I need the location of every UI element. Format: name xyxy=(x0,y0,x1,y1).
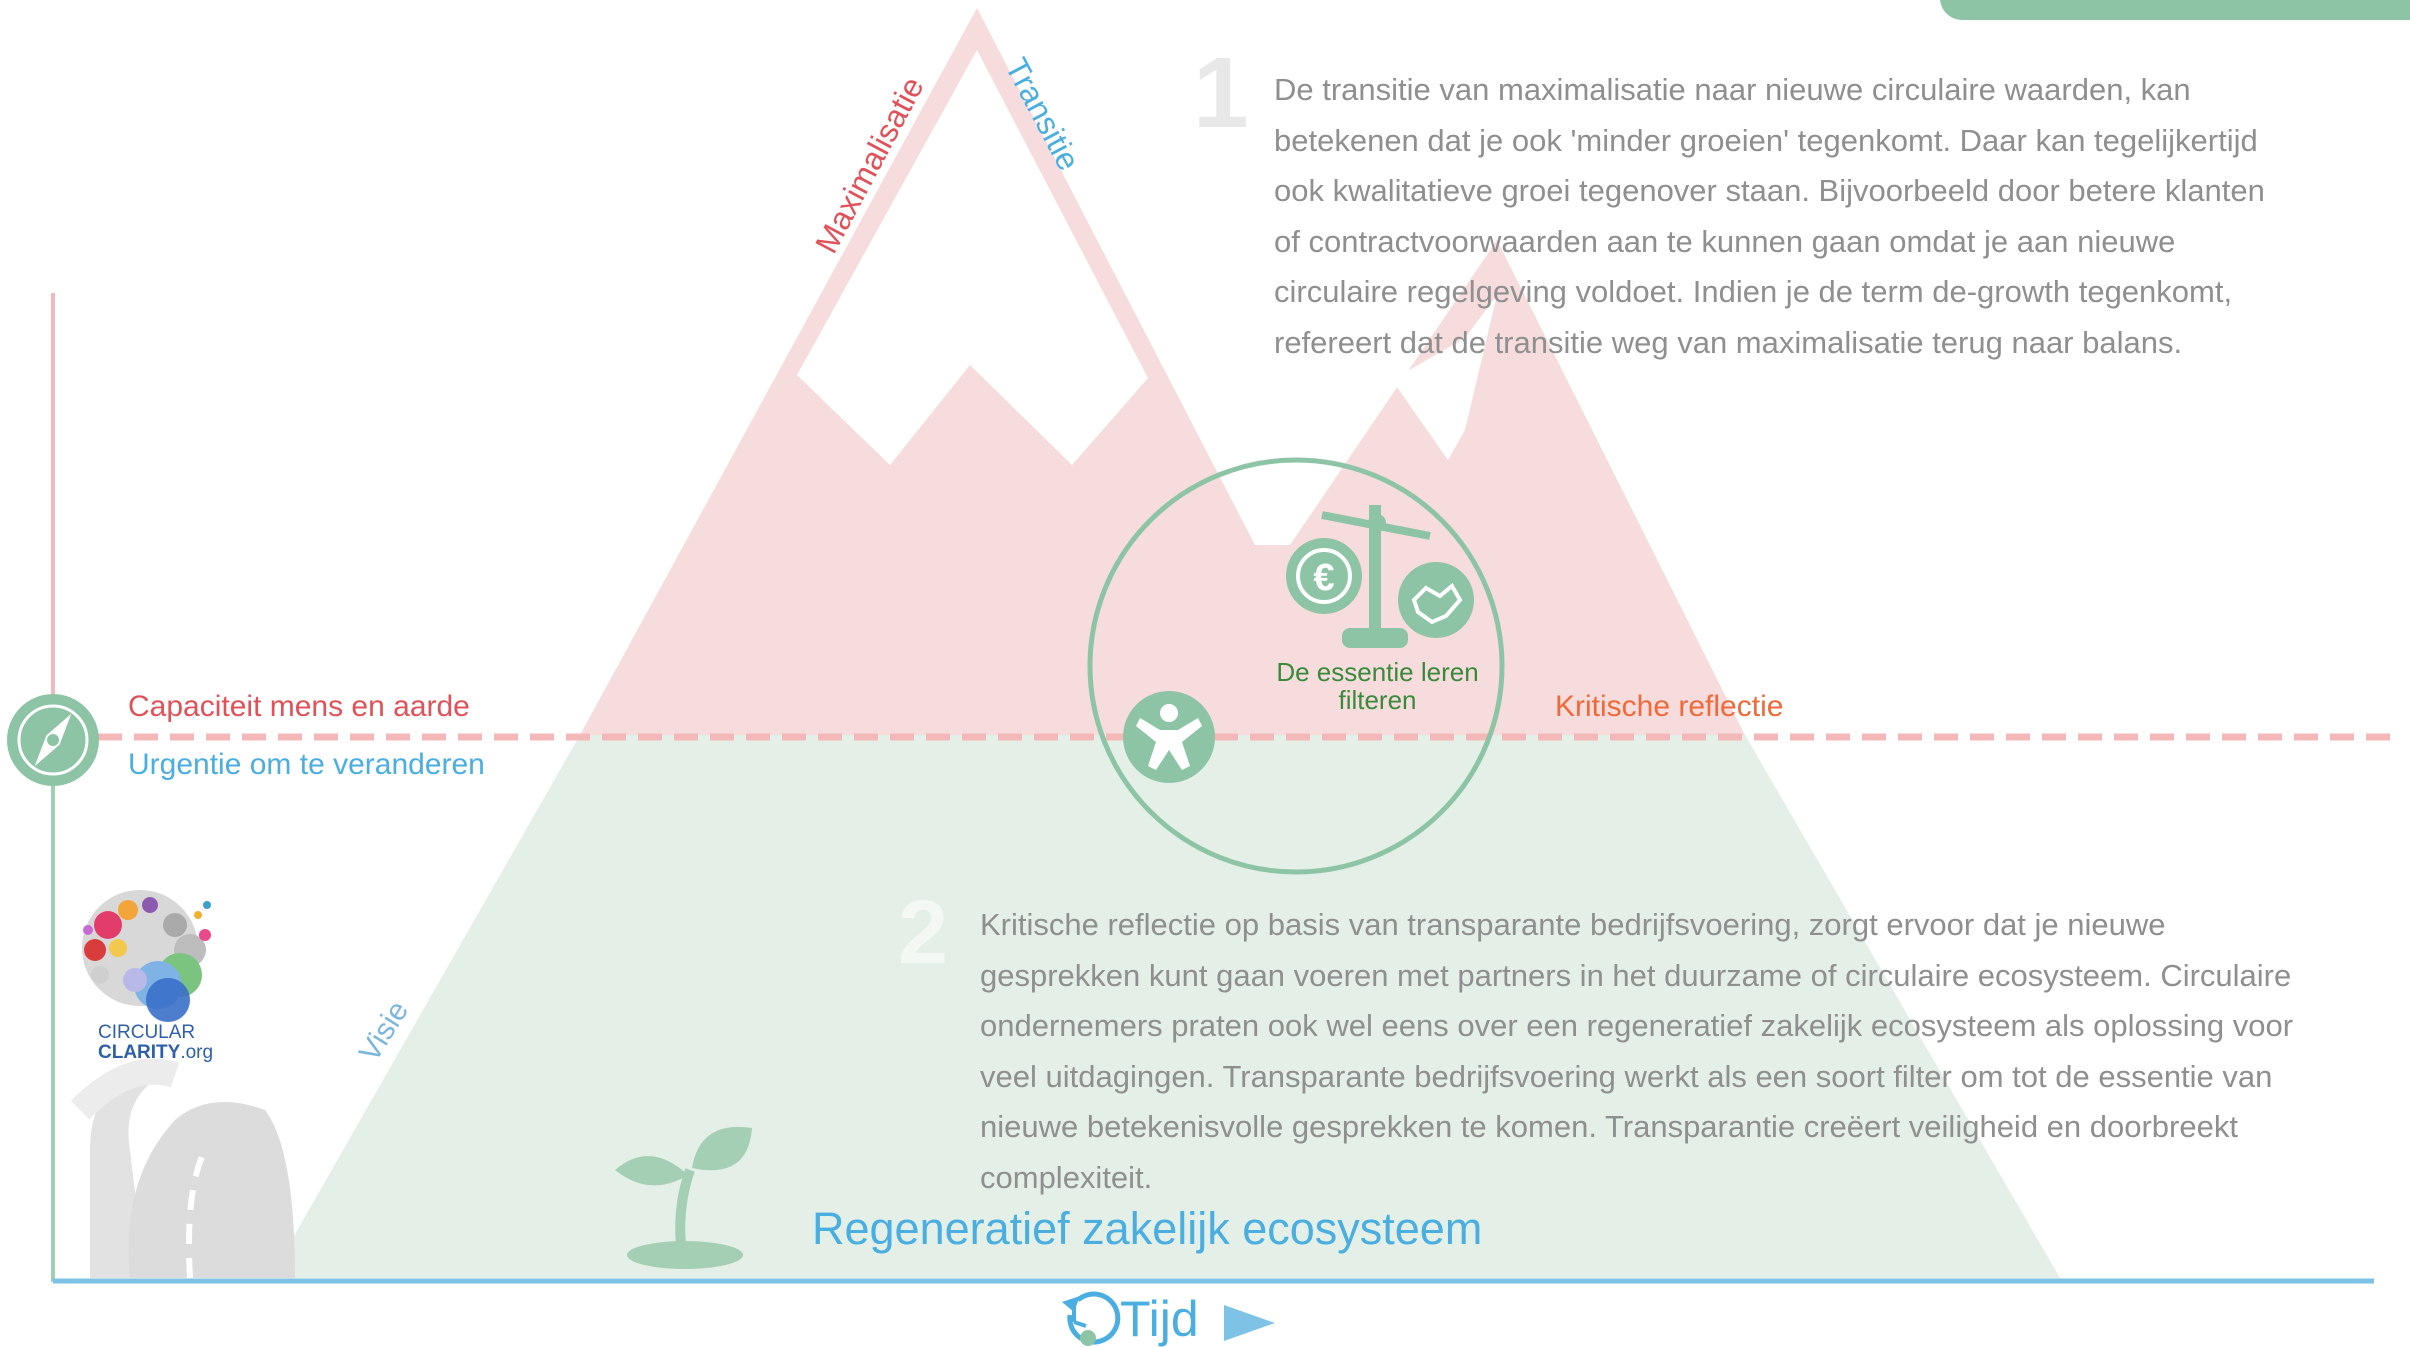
label-capaciteit: Capaciteit mens en aarde xyxy=(128,690,470,723)
essentie-line: De essentie leren xyxy=(1276,657,1479,687)
point-1-line: of contractvoorwaarden aan te kunnen gaa… xyxy=(1274,223,2176,259)
point-2-number: 2 xyxy=(898,883,949,983)
central-circle xyxy=(1087,457,1505,875)
time-icon xyxy=(1062,1291,1121,1346)
point-1-number: 1 xyxy=(1193,37,1249,149)
logo-line-1: CIRCULAR xyxy=(98,1022,196,1043)
scale-icon: € xyxy=(1286,505,1474,648)
point-1-line: betekenen dat je ook 'minder groeien' te… xyxy=(1274,122,2258,158)
snow-cap-second xyxy=(1392,295,1497,460)
svg-text:€: € xyxy=(1313,557,1334,599)
point-2-line: gesprekken kunt gaan voeren met partners… xyxy=(980,957,2292,993)
logo-text: CIRCULAR CLARITY.org xyxy=(98,1023,213,1063)
red-mountain-main xyxy=(580,8,1745,735)
road-icon xyxy=(70,1058,295,1279)
sprout-icon xyxy=(615,1126,752,1269)
point-1-line: De transitie van maximalisatie naar nieu… xyxy=(1274,72,2191,107)
label-urgentie: Urgentie om te veranderen xyxy=(128,748,485,781)
label-tijd: Tijd xyxy=(1120,1291,1199,1347)
point-1-text: De transitie van maximalisatie naar nieu… xyxy=(1274,65,2265,368)
point-1-line: circulaire regelgeving voldoet. Indien j… xyxy=(1274,274,2233,309)
point-2-line: Kritische reflectie op basis van transpa… xyxy=(980,907,2166,942)
point-1-line: refereert dat de transitie weg van maxim… xyxy=(1274,324,2183,360)
essentie-caption: De essentie leren filteren xyxy=(1250,658,1505,714)
logo-suffix: .org xyxy=(180,1042,214,1063)
snow-cap-main xyxy=(797,50,1148,465)
point-2-line: nieuwe betekenisvolle gesprekken te kome… xyxy=(980,1109,2238,1144)
time-arrow-icon xyxy=(1224,1305,1275,1341)
point-2-line: ondernemers praten ook wel eens over een… xyxy=(980,1008,2294,1043)
logo-clarity: CLARITY xyxy=(98,1042,181,1063)
point-2-line: veel uitdagingen. Transparante bedrijfsv… xyxy=(980,1058,2273,1094)
essentie-line: filteren xyxy=(1338,685,1417,715)
logo-line-2: CLARITY.org xyxy=(98,1043,213,1063)
label-kritische-reflectie: Kritische reflectie xyxy=(1555,690,1784,723)
circular-clarity-logo xyxy=(82,890,211,1022)
point-2-line: complexiteit. xyxy=(980,1159,1153,1195)
person-icon xyxy=(1123,691,1215,783)
point-2-text: Kritische reflectie op basis van transpa… xyxy=(980,900,2293,1203)
top-bar-accent xyxy=(1940,0,2410,20)
compass-icon xyxy=(7,694,99,786)
label-ecosysteem: Regeneratief zakelijk ecosysteem xyxy=(812,1203,1483,1254)
point-1-line: ook kwalitatieve groei tegenover staan. … xyxy=(1274,173,2265,208)
